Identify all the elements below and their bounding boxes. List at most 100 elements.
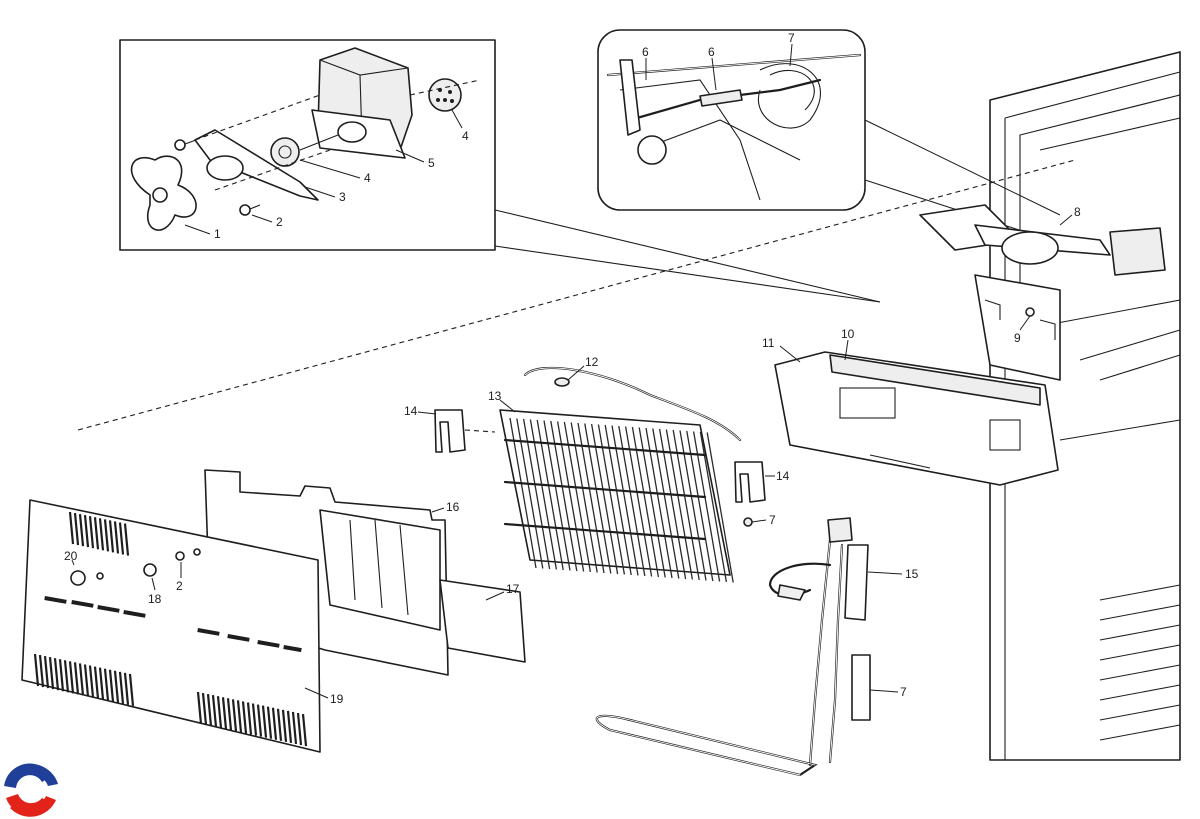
callout-14b: 14 <box>776 469 790 483</box>
vent-slot <box>211 695 218 728</box>
vent-slot <box>113 670 120 703</box>
vent-slot <box>281 709 288 742</box>
fan-callout-4: 4 <box>364 171 371 185</box>
coil-fin <box>679 430 707 581</box>
coil-fin <box>672 429 700 581</box>
coil-fin <box>692 431 721 582</box>
vent-slot <box>241 701 248 734</box>
vent-slot <box>196 691 203 725</box>
coil-fin <box>584 423 612 574</box>
vent-slot <box>206 693 213 727</box>
coil-fin <box>550 420 578 572</box>
fan-callout-4-grommet: 4 <box>462 129 469 143</box>
coil-fin <box>590 423 619 575</box>
callout-20: 20 <box>64 549 78 563</box>
fan-callout-5: 5 <box>428 156 435 170</box>
vent-slot <box>93 666 100 699</box>
callout-11: 11 <box>762 336 775 350</box>
vent-slot <box>123 523 130 556</box>
vent-slot <box>78 513 85 547</box>
vent-slot <box>38 654 45 688</box>
coil-fin <box>543 420 571 571</box>
vent-slot <box>88 516 95 549</box>
callout-15: 15 <box>905 567 919 581</box>
vent-slot <box>113 521 120 554</box>
vent-slot <box>83 515 90 548</box>
coil-fin <box>536 419 564 571</box>
vent-slot <box>201 692 208 726</box>
heater-callout-6b: 6 <box>708 45 715 59</box>
coil-fin <box>604 424 632 576</box>
callout-16: 16 <box>446 500 460 514</box>
coil-fin <box>631 426 660 578</box>
vent-slot <box>291 711 298 745</box>
vent-slot <box>216 696 223 729</box>
coil-fin <box>522 418 551 570</box>
vent-slot <box>226 698 233 731</box>
fan-callout-3: 3 <box>339 190 346 204</box>
coil-fin <box>665 429 694 580</box>
vent-slot <box>103 519 110 552</box>
vent-slot <box>103 668 110 701</box>
vent-slot <box>98 518 105 551</box>
callout-19: 19 <box>330 692 344 706</box>
coil-fin <box>706 432 734 583</box>
coil-fin <box>638 427 666 578</box>
drain-tray: 10 11 <box>762 327 1059 486</box>
vent-slot <box>118 522 125 555</box>
assembly-guide-line <box>77 159 1076 431</box>
vent-slot <box>108 520 115 553</box>
callout-7-coil: 7 <box>769 513 776 527</box>
vent-slot <box>78 663 85 696</box>
vent-slot <box>53 658 60 691</box>
coil-fin <box>570 422 598 573</box>
coil-fin <box>509 417 537 569</box>
evaporator-cover: 20 18 2 19 <box>21 499 344 753</box>
vent-slot <box>236 700 243 733</box>
vent-slot <box>266 706 273 739</box>
vent-slot <box>73 662 80 695</box>
vent-slot <box>98 667 105 700</box>
fan-callout-2: 2 <box>276 215 283 229</box>
callout-2-cover: 2 <box>176 579 183 593</box>
vent-slot <box>256 704 263 737</box>
callout-10: 10 <box>841 327 855 341</box>
vent-slot <box>68 661 75 694</box>
fan-motor-inset: 1 2 3 4 5 4 <box>119 39 881 303</box>
fan-callout-1: 1 <box>214 227 221 241</box>
vent-slot <box>301 713 308 747</box>
vent-slot <box>58 659 65 692</box>
vent-slot <box>108 669 115 702</box>
heater-callout-6a: 6 <box>642 45 649 59</box>
vent-slot <box>123 672 130 706</box>
callout-14a: 14 <box>404 404 418 418</box>
coil-fin <box>652 428 680 579</box>
vent-slot <box>276 708 283 741</box>
coil-fin <box>658 428 687 580</box>
vent-slot <box>48 657 55 690</box>
vent-slot <box>296 712 303 746</box>
heater-thermostat-inset: 6 6 7 <box>597 29 1061 241</box>
callout-13: 13 <box>488 389 502 403</box>
coil-fin <box>686 430 714 582</box>
vent-slot <box>118 671 125 704</box>
vent-slot <box>128 673 135 707</box>
coil-fin <box>516 418 544 569</box>
coil-clips: 14 14 7 <box>404 404 790 527</box>
callout-8: 8 <box>1074 205 1081 219</box>
coil-tube <box>503 438 707 457</box>
vent-slot <box>63 660 70 693</box>
vent-slot <box>93 517 100 550</box>
evaporator-coil: 12 13 <box>488 355 742 583</box>
coil-tube <box>503 480 707 499</box>
vent-slot <box>246 702 253 735</box>
vent-slot <box>221 697 228 730</box>
swirl-logo-icon <box>4 763 58 817</box>
vent-slot <box>68 511 75 545</box>
coil-fin <box>556 421 585 572</box>
vent-slot <box>83 664 90 697</box>
coil-fin <box>597 424 626 575</box>
coil-fin <box>563 421 592 573</box>
vent-slot <box>231 699 238 732</box>
